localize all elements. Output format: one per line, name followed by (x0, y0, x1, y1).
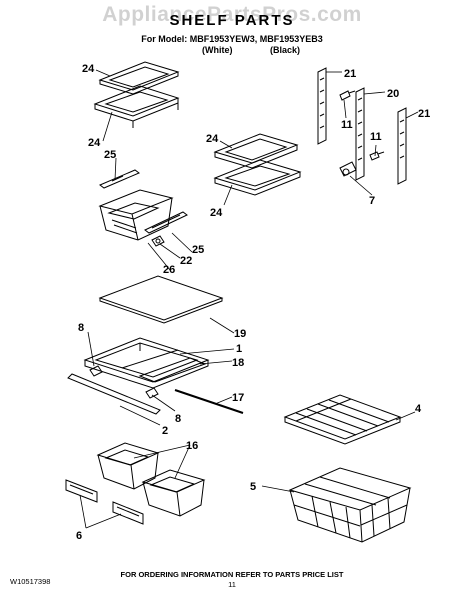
callout-8: 8 (175, 413, 181, 425)
shelf-frame-upper-left-top (98, 61, 180, 95)
shelf-frame-upper-left-bottom (93, 85, 180, 128)
callout-2: 2 (162, 425, 168, 437)
callout-1: 1 (236, 343, 242, 355)
callout-24: 24 (210, 207, 223, 219)
ordering-note: FOR ORDERING INFORMATION REFER TO PARTS … (120, 570, 344, 579)
wire-shelf (283, 394, 402, 445)
slide-clip-left (89, 365, 103, 377)
callout-21: 21 (344, 68, 356, 80)
leader-lines (79, 69, 419, 529)
callout-25: 25 (192, 244, 204, 256)
callout-17: 17 (232, 392, 244, 404)
shelf-frame-middle-bottom (213, 159, 302, 196)
callout-19: 19 (234, 328, 246, 340)
callout-24: 24 (82, 63, 95, 75)
shelf-ladder-right (397, 107, 407, 185)
crisper-drawer-right (141, 469, 206, 517)
page-title: SHELF PARTS (169, 12, 295, 29)
drawer-rail-top (99, 169, 140, 189)
page-number: 11 (228, 580, 236, 589)
callout-11: 11 (370, 131, 382, 143)
support-bracket (339, 161, 357, 177)
crisper-divider (138, 357, 207, 383)
rail-clip (151, 235, 165, 247)
callout-5: 5 (250, 481, 256, 493)
screw-upper (339, 90, 356, 101)
drawer-rail-bottom (144, 211, 188, 234)
shelf-ladder-left (317, 67, 327, 145)
callout-11: 11 (341, 119, 353, 131)
wire-basket (288, 467, 412, 543)
watermark: AppliancePartsPros.com (102, 3, 362, 26)
callout-4: 4 (415, 403, 422, 415)
cover-rod (174, 389, 244, 414)
screw-lower (369, 151, 385, 161)
callout-25: 25 (104, 149, 116, 161)
callout-26: 26 (163, 264, 175, 276)
shelf-ladder-center (355, 87, 365, 181)
callout-24: 24 (88, 137, 101, 149)
small-drawer (98, 189, 174, 241)
drawer-handle-upper (65, 479, 98, 503)
crisper-cover-frame (83, 337, 210, 389)
callout-16: 16 (186, 440, 198, 452)
callout-21: 21 (418, 108, 430, 120)
drawer-handle-lower (112, 501, 144, 525)
slide-clip-right (145, 387, 159, 399)
shelf-frame-middle-top (213, 133, 299, 169)
color-white-label: (White) (202, 45, 233, 55)
callout-22: 22 (180, 255, 192, 267)
callout-24: 24 (206, 133, 219, 145)
front-trim-strip (67, 373, 161, 415)
callout-18: 18 (232, 357, 244, 369)
callout-8: 8 (78, 322, 84, 334)
color-black-label: (Black) (270, 45, 301, 55)
callout-7: 7 (369, 195, 375, 207)
glass-shelf (98, 275, 224, 324)
crisper-drawer-left (96, 442, 160, 490)
document-part-number: W10517398 (10, 577, 51, 586)
model-line: For Model: MBF1953YEW3, MBF1953YEB3 (141, 34, 323, 44)
callout-6: 6 (76, 530, 82, 542)
color-row: (White) (Black) (0, 45, 464, 57)
callout-20: 20 (387, 88, 399, 100)
callout-labels: 24 24 24 24 25 25 26 22 21 21 20 11 11 7… (76, 63, 430, 542)
